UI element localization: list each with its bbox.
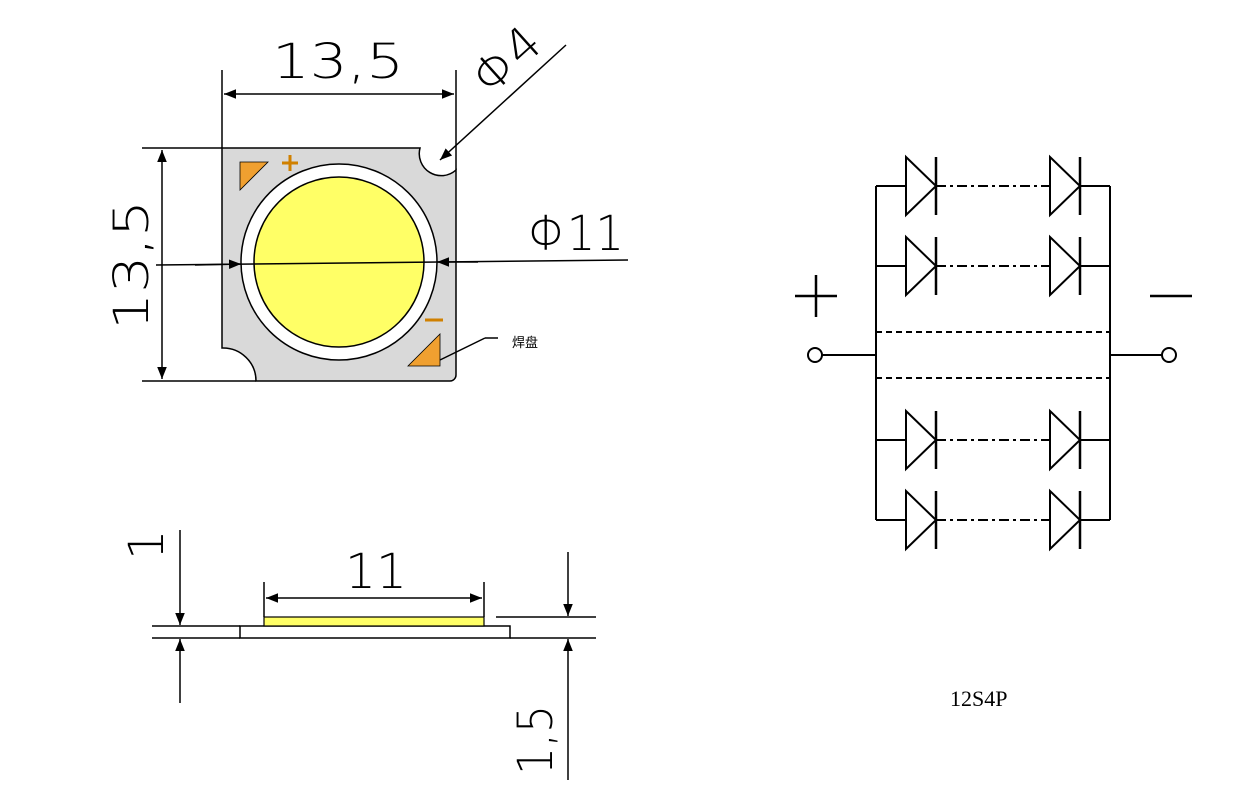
pad-label: 焊盘: [512, 335, 538, 351]
top-view: 焊盘 13,5 13,5 Φ4 Φ11: [104, 15, 629, 382]
led-diode-last: [1049, 488, 1082, 552]
width-label: 13,5: [272, 34, 404, 90]
side-view: 11 1 1,5: [119, 529, 596, 780]
pad-negative: [407, 333, 441, 367]
pad-positive: [239, 161, 269, 191]
diode-row: [876, 488, 1110, 552]
diode-row: [876, 234, 1110, 298]
led-thickness-label: 1: [119, 529, 175, 560]
diode-row: [876, 408, 1110, 472]
led-diode-first: [905, 154, 938, 218]
led-diode-last: [1049, 234, 1082, 298]
diode-row: [876, 154, 1110, 218]
height-label: 13,5: [104, 200, 160, 330]
positive-terminal: [807, 347, 823, 363]
led-diode-first: [905, 488, 938, 552]
led-diode-last: [1049, 408, 1082, 472]
led-diode-first: [905, 408, 938, 472]
negative-terminal: [1161, 347, 1177, 363]
led-diode-last: [1049, 154, 1082, 218]
circuit-diagram: 12S4P: [795, 154, 1192, 711]
led-width-label: 11: [345, 544, 407, 600]
hole-label: Φ4: [461, 15, 553, 106]
led-diameter-label: Φ11: [528, 206, 624, 262]
pad-leader: [439, 337, 486, 361]
plus-sign-top: [282, 155, 298, 171]
phosphor-side: [263, 616, 485, 627]
led-diode-first: [905, 234, 938, 298]
circuit-plus-sign: [795, 275, 837, 317]
substrate-side: [239, 625, 511, 639]
substrate-thickness-label: 1,5: [508, 705, 564, 775]
configuration-label: 12S4P: [950, 686, 1007, 711]
hole-leader: [439, 44, 567, 161]
